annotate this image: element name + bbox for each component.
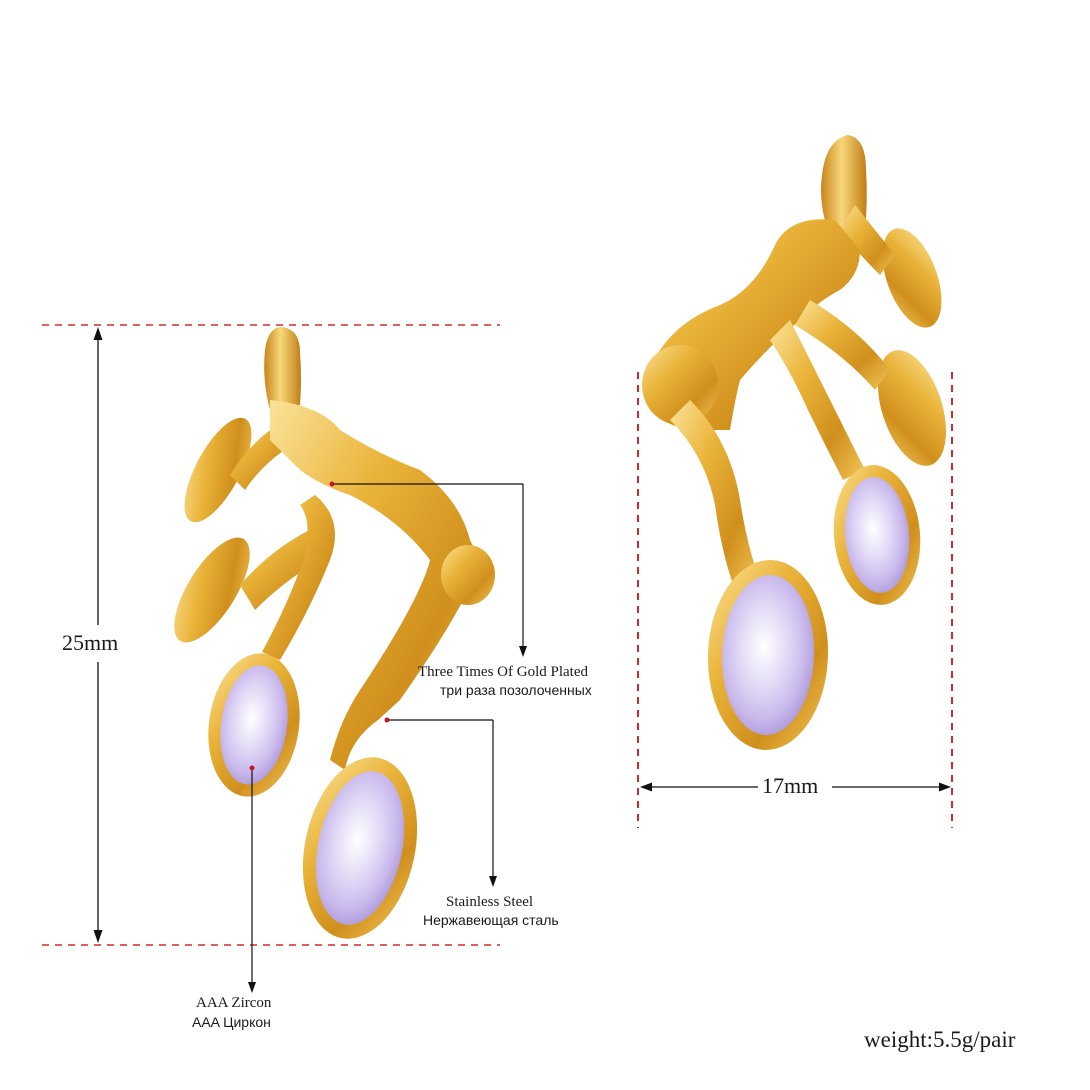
stone-label-ru: AAA Циркон (192, 1014, 271, 1030)
left-earring (174, 326, 495, 939)
plating-label-ru: три раза позолоченных (440, 682, 592, 698)
right-earring (642, 135, 947, 750)
plating-label-en: Three Times Of Gold Plated (418, 664, 588, 680)
height-dimension-line (93, 327, 103, 943)
weight-label: weight:5.5g/pair (864, 1027, 1016, 1052)
height-guides (42, 324, 500, 946)
plating-callout-line (329, 481, 527, 657)
width-dimension-line (640, 782, 951, 792)
material-label-ru: Нержавеющая сталь (423, 912, 559, 928)
width-guides (637, 372, 953, 828)
width-dimension-label: 17mm (762, 773, 819, 798)
height-dimension-label: 25mm (62, 630, 119, 655)
stone-callout-line (248, 765, 256, 993)
stone-label-en: AAA Zircon (196, 995, 272, 1011)
material-callout-line (384, 717, 497, 887)
material-label-en: Stainless Steel (446, 894, 534, 910)
